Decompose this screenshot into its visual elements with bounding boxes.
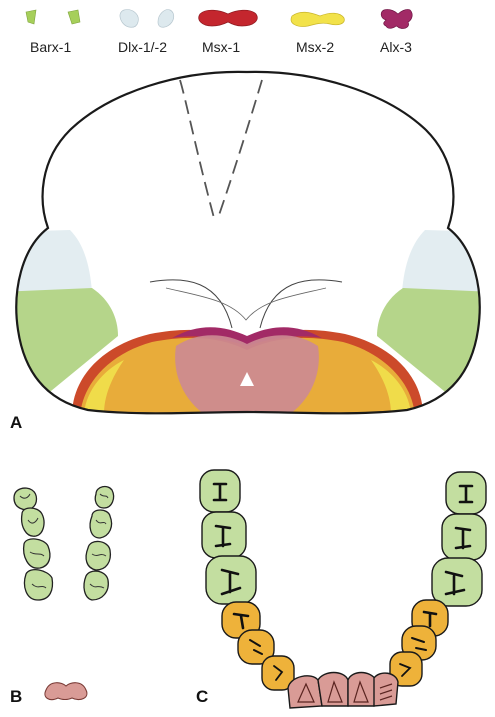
b-left-tooth-4 (23, 568, 54, 601)
barx1-swatch-right (67, 9, 81, 25)
legend-item-barx1: Barx-1 (25, 9, 81, 55)
panel-b-diagram (13, 485, 115, 701)
midline-notch (240, 372, 254, 386)
c-right-molar-3 (431, 557, 483, 607)
dashed-midline-left (179, 79, 215, 219)
c-fissure-lc (273, 665, 284, 681)
nasal-curve-top (165, 287, 327, 321)
b-left-groove-2 (27, 517, 39, 524)
head-outline (15, 70, 481, 415)
panel-c-incisor-marks (297, 680, 393, 703)
alx3-swatch (380, 9, 413, 29)
c-incisor-mark-3 (353, 680, 369, 703)
c-fissure-r2 (454, 526, 472, 550)
panel-c-dental-arch (199, 469, 487, 709)
c-fissure-rp1 (422, 610, 438, 628)
dlx-region-right (402, 230, 480, 296)
panel-a-diagram (15, 70, 481, 415)
c-fissure-rp2 (411, 637, 427, 651)
panel-b-left-teeth (13, 487, 54, 601)
b-right-tooth-1 (94, 485, 115, 509)
c-incisor-3 (347, 671, 377, 707)
c-fissure-l1 (212, 482, 228, 502)
b-left-groove-3 (29, 551, 45, 557)
msx2-inner-right (371, 360, 411, 414)
b-right-tooth-4 (83, 570, 109, 601)
dlx-region-left (16, 230, 92, 296)
c-incisor-4 (373, 672, 399, 707)
panel-b-right-teeth (83, 485, 115, 601)
dashed-midline-right (217, 79, 263, 219)
msx2-swatch (290, 11, 345, 27)
c-right-canine (389, 651, 423, 687)
legend-label-msx2: Msx-2 (296, 39, 334, 55)
legend-label-alx3: Alx-3 (380, 39, 412, 55)
b-right-groove-1 (99, 493, 109, 499)
nasal-curve-left (149, 279, 233, 329)
nasal-curve-right (259, 279, 343, 329)
b-right-groove-2 (95, 519, 107, 525)
b-left-tooth-1 (13, 487, 38, 511)
c-incisor-mark-1 (297, 682, 315, 703)
b-left-tooth-2 (20, 507, 45, 537)
b-left-groove-1 (19, 493, 31, 499)
panel-label-b: B (10, 687, 22, 706)
legend: Barx-1 Dlx-1/-2 Msx-1 Msx-2 Alx-3 (25, 9, 413, 55)
barx1-swatch-left (25, 9, 37, 25)
b-right-groove-4 (89, 583, 105, 589)
c-fissure-lp1 (232, 612, 250, 630)
legend-label-msx1: Msx-1 (202, 39, 240, 55)
c-fissure-r1 (458, 484, 474, 504)
c-fissure-lp2 (249, 639, 263, 655)
panel-b-right-grooves (89, 493, 109, 589)
dlx-swatch-right (157, 9, 175, 28)
panel-c-fissures (212, 482, 474, 681)
legend-item-msx1: Msx-1 (198, 9, 258, 55)
legend-item-alx3: Alx-3 (380, 9, 413, 55)
c-fissure-l3 (220, 568, 242, 596)
b-incisor-pair (44, 682, 88, 701)
b-right-tooth-2 (89, 509, 113, 539)
b-left-groove-4 (31, 583, 47, 589)
legend-item-msx2: Msx-2 (290, 11, 345, 55)
c-left-canine (261, 655, 295, 691)
panel-label-c: C (196, 687, 208, 706)
legend-item-dlx: Dlx-1/-2 (118, 9, 175, 55)
alx3-region (172, 327, 322, 346)
panel-label-a: A (10, 413, 22, 432)
dlx-swatch-left (119, 9, 139, 28)
b-right-groove-3 (91, 553, 107, 557)
expression-regions (16, 230, 480, 414)
c-incisor-mark-4 (379, 683, 393, 701)
c-fissure-l2 (214, 524, 232, 548)
legend-label-dlx: Dlx-1/-2 (118, 39, 167, 55)
c-fissure-rc (399, 663, 412, 677)
legend-label-barx1: Barx-1 (30, 39, 71, 55)
c-incisor-1 (287, 675, 323, 709)
b-right-tooth-3 (85, 540, 112, 571)
c-fissure-r3 (444, 570, 466, 596)
c-left-premolar-2 (237, 629, 275, 665)
c-incisor-2 (317, 671, 349, 707)
msx1-swatch (198, 9, 258, 27)
panel-b-left-grooves (19, 493, 47, 589)
msx2-inner-left (84, 360, 124, 414)
c-incisor-mark-2 (327, 680, 343, 703)
